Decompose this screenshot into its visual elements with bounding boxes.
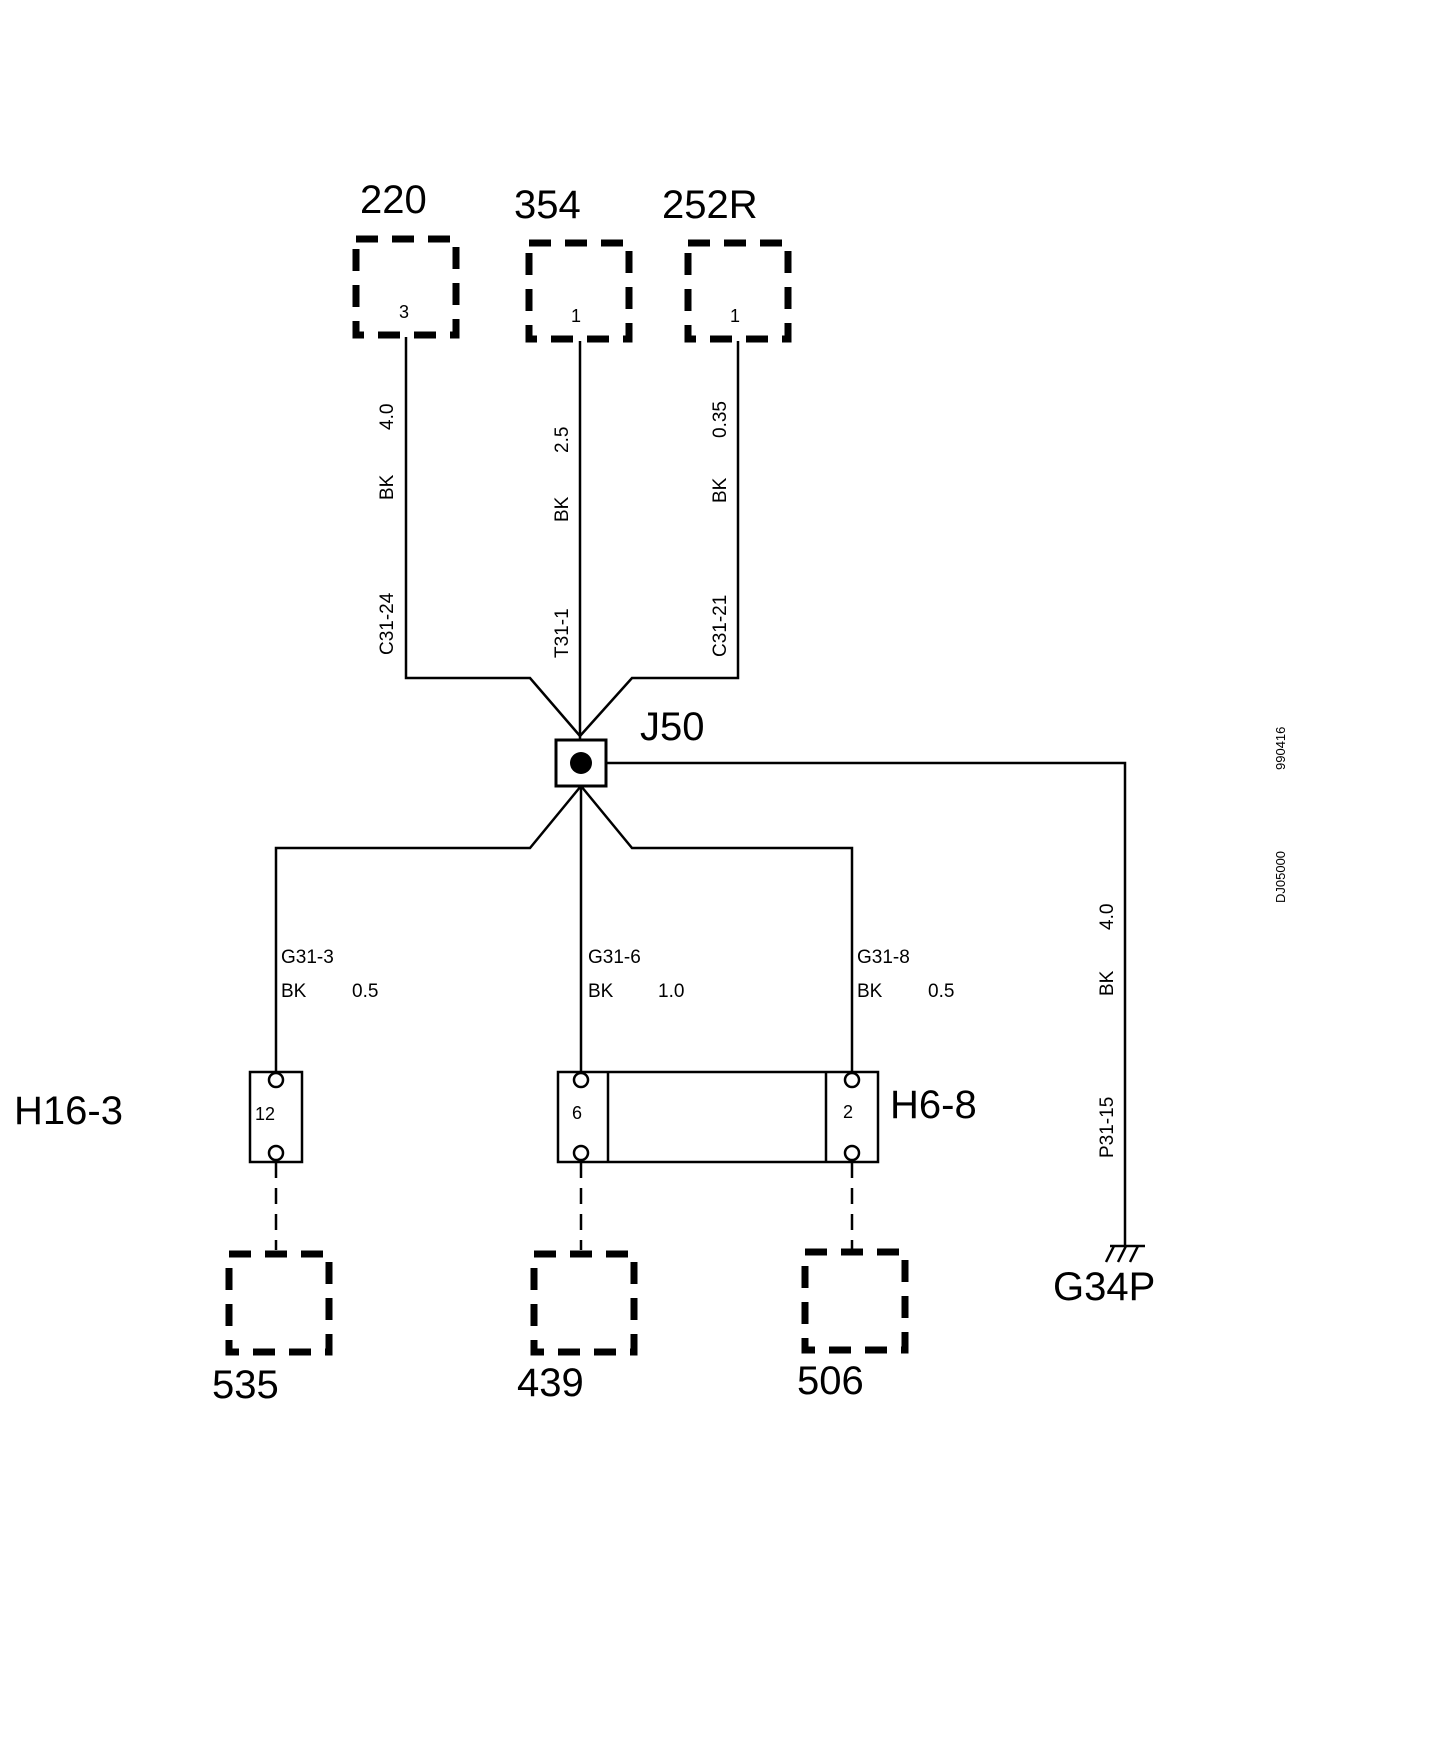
wire-g31-6-circuit: G31-6 <box>588 947 641 968</box>
connector-h16-3-pin-number: 12 <box>255 1104 275 1124</box>
connector-h16-3-pin-bottom <box>267 1144 285 1162</box>
component-354-box <box>525 239 633 343</box>
component-252r: 252R 1 <box>662 183 792 343</box>
wire-220-color: BK <box>377 474 398 500</box>
component-439-box <box>530 1250 638 1356</box>
wire-ground <box>606 761 1127 1246</box>
connector-h6-8: 6 2 H6-8 <box>556 1070 977 1164</box>
connector-h6-8-pin2-top <box>843 1071 861 1089</box>
wire-g31-6-color: BK <box>588 981 614 1002</box>
wire-354-size: 2.5 <box>552 427 573 453</box>
doc-date-code: 990416 <box>1273 727 1288 770</box>
connector-h16-3-label: H16-3 <box>14 1089 123 1133</box>
component-252r-pin: 1 <box>730 306 740 326</box>
component-439-label: 439 <box>517 1361 584 1405</box>
ground-tick-2 <box>1116 1245 1128 1263</box>
component-535-box <box>225 1250 333 1356</box>
wire-252r-circuit: C31-21 <box>710 595 731 657</box>
wire-ground-size: 4.0 <box>1097 904 1118 930</box>
component-252r-box <box>684 239 792 343</box>
wire-g31-3-circuit: G31-3 <box>281 947 334 968</box>
connector-h16-3: H16-3 12 <box>14 1070 304 1164</box>
wire-g31-8 <box>580 785 854 1072</box>
ground-tick-3 <box>1128 1245 1140 1263</box>
component-220-box <box>352 235 460 339</box>
connector-h16-3-pin-top <box>267 1071 285 1089</box>
connector-h6-8-pin-right: 2 <box>843 1102 853 1122</box>
component-220-pin: 3 <box>399 302 409 322</box>
wire-g31-3-color: BK <box>281 981 307 1002</box>
component-354-label: 354 <box>514 183 581 227</box>
wire-g31-8-size: 0.5 <box>928 981 954 1002</box>
wire-ground-color: BK <box>1097 970 1118 996</box>
wire-220 <box>404 337 581 737</box>
wire-g31-8-circuit: G31-8 <box>857 947 910 968</box>
connector-h6-8-pin6-bottom <box>572 1144 590 1162</box>
wire-354-circuit: T31-1 <box>552 608 573 658</box>
connector-h6-8-pin-left: 6 <box>572 1103 582 1123</box>
connector-h6-8-body <box>556 1070 880 1164</box>
wire-g31-6-size: 1.0 <box>658 981 684 1002</box>
wire-g31-3 <box>274 785 582 1072</box>
component-535: 535 <box>212 1250 333 1407</box>
wire-ground-circuit: P31-15 <box>1097 1097 1118 1158</box>
wire-220-size: 4.0 <box>377 404 398 430</box>
splice-dot <box>570 752 592 774</box>
component-506-label: 506 <box>797 1359 864 1403</box>
splice-label: J50 <box>640 705 705 749</box>
component-535-label: 535 <box>212 1363 279 1407</box>
component-220-label: 220 <box>360 178 427 222</box>
ground-g34p: G34P <box>1053 1244 1155 1309</box>
splice-j50: J50 <box>554 705 705 788</box>
wire-g31-8-color: BK <box>857 981 883 1002</box>
ground-label: G34P <box>1053 1265 1155 1309</box>
connector-h6-8-label: H6-8 <box>890 1083 977 1127</box>
component-252r-label: 252R <box>662 183 758 227</box>
wire-252r-color: BK <box>710 477 731 503</box>
wire-220-circuit: C31-24 <box>377 592 398 655</box>
connector-h6-8-pin6-top <box>572 1071 590 1089</box>
wire-g31-3-size: 0.5 <box>352 981 378 1002</box>
connector-h6-8-pin2-bottom <box>843 1144 861 1162</box>
component-220: 220 3 <box>352 178 460 339</box>
component-439: 439 <box>517 1250 638 1405</box>
doc-drawing-code: DJ05000 <box>1273 851 1288 903</box>
wire-252r-size: 0.35 <box>710 401 731 438</box>
component-506-box <box>801 1248 909 1354</box>
component-506: 506 <box>797 1248 909 1403</box>
ground-tick-1 <box>1104 1245 1116 1263</box>
wire-354-color: BK <box>552 496 573 522</box>
component-354-pin: 1 <box>571 306 581 326</box>
wire-252r <box>579 341 740 737</box>
component-354: 354 1 <box>514 183 633 343</box>
